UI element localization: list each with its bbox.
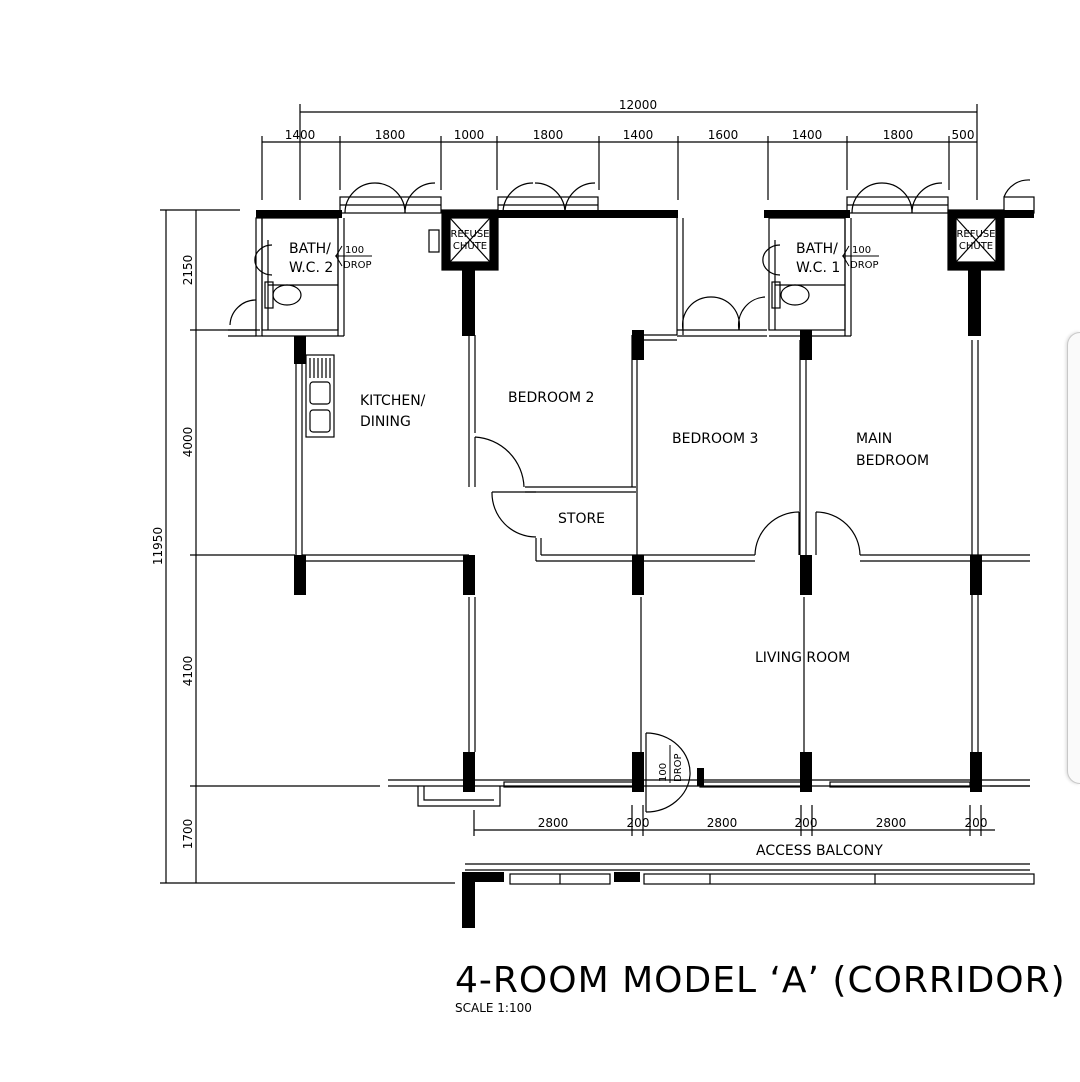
dim-top-8: 1800 (883, 128, 914, 142)
drop-text-wc1: DROP (850, 260, 879, 271)
label-main-bedroom-line2: BEDROOM (856, 453, 929, 469)
label-bath-wc-2-line2: W.C. 2 (289, 260, 333, 276)
kitchen-sink-icon (305, 354, 335, 438)
drop-text-entrance: DROP (673, 753, 684, 782)
label-refuse-chute-1-line2: CHUTE (453, 241, 487, 252)
refuse-chute-1-icon (428, 209, 499, 271)
side-panel-handle[interactable] (1067, 332, 1080, 784)
label-main-bedroom-line1: MAIN (856, 431, 892, 447)
dim-bottom-3: 2800 (707, 816, 738, 830)
label-bedroom-3: BEDROOM 3 (672, 431, 758, 447)
drop-marker-wc2: 100 DROP (335, 245, 372, 271)
doors (474, 436, 861, 813)
drop-text-wc2: DROP (343, 260, 372, 271)
dim-bottom-2: 200 (627, 816, 650, 830)
dim-bottom-1: 2800 (538, 816, 569, 830)
drop-value-wc1: 100 (852, 245, 871, 256)
dim-top-5: 1400 (623, 128, 654, 142)
shower-wc2-icon (254, 244, 273, 276)
dim-top-3: 1000 (454, 128, 485, 142)
label-living-room: LIVING ROOM (755, 650, 850, 666)
bath-wc-1-walls (768, 217, 852, 337)
label-access-balcony: ACCESS BALCONY (756, 843, 883, 859)
label-refuse-chute-2-line2: CHUTE (959, 241, 993, 252)
label-bedroom-2: BEDROOM 2 (508, 390, 594, 406)
dim-overall-width: 12000 (619, 98, 657, 112)
drop-marker-entrance: 100 DROP (658, 745, 684, 783)
dim-top-7: 1400 (792, 128, 823, 142)
label-kitchen-line2: DINING (360, 414, 411, 430)
shower-wc1-icon (762, 244, 781, 276)
dim-top-4: 1800 (533, 128, 564, 142)
label-refuse-chute-2-line1: REFUSE (956, 229, 995, 240)
label-bath-wc-2-line1: BATH/ (289, 241, 331, 257)
label-refuse-chute-1-line1: REFUSE (450, 229, 489, 240)
dim-top-2: 1800 (375, 128, 406, 142)
label-bath-wc-1-line2: W.C. 1 (796, 260, 840, 276)
dim-left-2: 4000 (181, 427, 195, 458)
plan-title: 4-ROOM MODEL ‘A’ (CORRIDOR) (455, 960, 1066, 1001)
partition-walls (295, 218, 1030, 752)
structural-walls (256, 210, 1034, 928)
dim-top-1: 1400 (285, 128, 316, 142)
drop-value-entrance: 100 (658, 763, 669, 782)
left-dimension-lines (160, 209, 455, 884)
drop-value-wc2: 100 (345, 245, 364, 256)
plan-scale: SCALE 1:100 (455, 1001, 532, 1015)
refuse-chute-2-icon (947, 209, 1005, 271)
dim-bottom-6: 200 (965, 816, 988, 830)
dim-left-3: 4100 (181, 656, 195, 687)
dim-top-6: 1600 (708, 128, 739, 142)
label-bath-wc-1-line1: BATH/ (796, 241, 838, 257)
toilet-wc2-icon (264, 281, 302, 309)
dim-left-1: 2150 (181, 255, 195, 286)
dim-left-4: 1700 (181, 819, 195, 850)
dim-overall-depth: 11950 (151, 527, 165, 565)
bottom-dimension-lines (473, 805, 995, 836)
toilet-wc1-icon (771, 281, 810, 309)
access-balcony-rail (465, 863, 1035, 885)
bath-wc-2-walls (228, 217, 345, 337)
dim-top-9: 500 (952, 128, 975, 142)
label-store: STORE (558, 511, 605, 527)
label-kitchen-line1: KITCHEN/ (360, 393, 426, 409)
drop-marker-wc1: 100 DROP (842, 245, 879, 271)
dim-bottom-5: 2800 (876, 816, 907, 830)
front-windows (388, 779, 1030, 807)
top-dimension-lines (261, 104, 978, 200)
dim-bottom-4: 200 (795, 816, 818, 830)
